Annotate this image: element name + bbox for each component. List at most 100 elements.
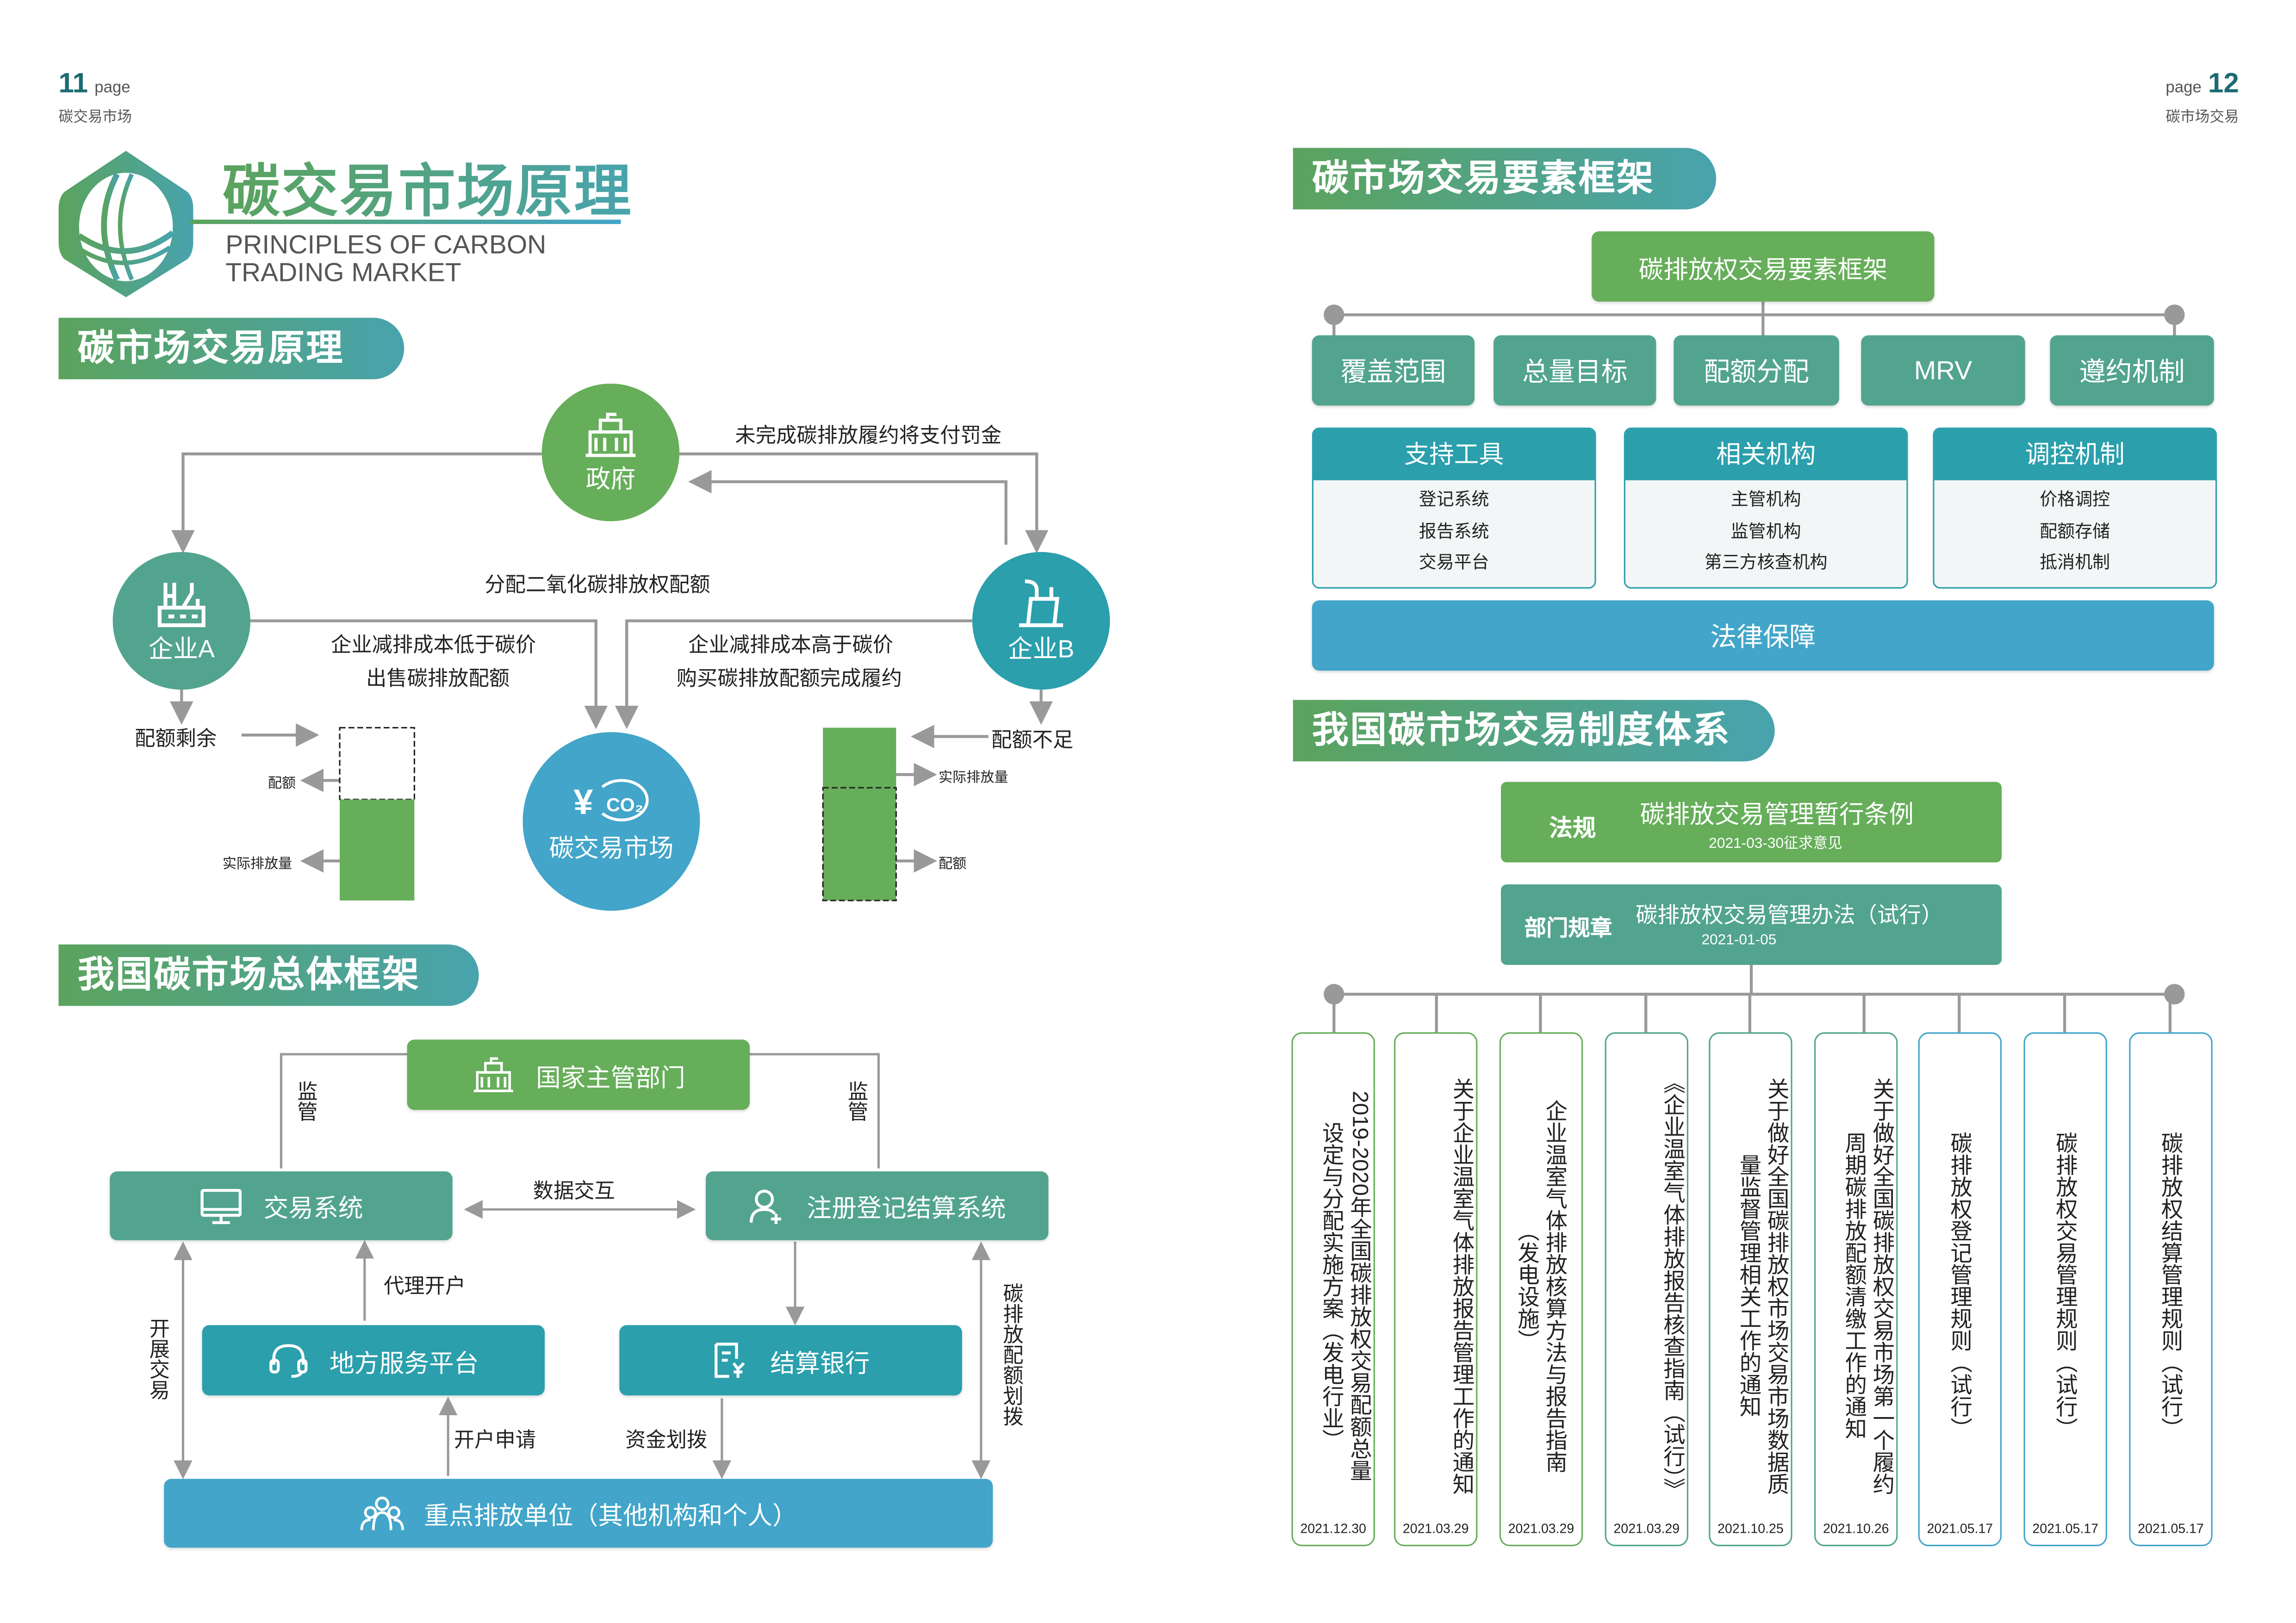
- enterprise-a-node: 企业A: [112, 552, 251, 690]
- b-penalty-arrow: [688, 470, 1008, 545]
- element-mrv: MRV: [1861, 335, 2025, 406]
- quota-transfer-label: 碳排放配额划拨: [1002, 1282, 1025, 1426]
- government-building-icon: [585, 412, 636, 456]
- page-number-left: 11 page: [59, 69, 131, 101]
- national-dept-box: 国家主管部门: [407, 1039, 750, 1110]
- card-item: 价格调控: [2040, 489, 2110, 510]
- section-heading-principle: 碳市场交易原理: [58, 317, 404, 379]
- supervise-left-label: 监管: [296, 1080, 319, 1122]
- government-building-icon: [473, 1057, 513, 1093]
- page-title: 碳交易市场原理: [223, 146, 633, 228]
- a-quota-label: 配额: [268, 776, 296, 792]
- globe-logo-icon: [58, 150, 193, 298]
- card-title: 相关机构: [1625, 429, 1907, 480]
- document-column: 《企业温室气体排放报告核查指南（试行）》2021.03.29: [1605, 1032, 1688, 1547]
- document-column: 碳排放权登记管理规则（试行）2021.05.17: [1918, 1032, 2002, 1547]
- open-apply-label: 开户申请: [454, 1427, 536, 1451]
- enterprise-b-node: 企业B: [972, 552, 1110, 690]
- a-actual-bar: [340, 799, 415, 901]
- card-title: 支持工具: [1313, 429, 1595, 480]
- document-column: 碳排放权结算管理规则（试行）2021.05.17: [2129, 1032, 2213, 1547]
- gov-to-b-arrow: [679, 452, 1049, 553]
- supervise-right-label: 监管: [846, 1080, 870, 1122]
- card-item: 报告系统: [1419, 520, 1489, 541]
- b-actual-bar: [823, 728, 896, 901]
- registry-system-box: 注册登记结算系统: [705, 1171, 1049, 1240]
- rule-label: 部门规章: [1524, 916, 1612, 942]
- card-item: 第三方核查机构: [1704, 552, 1828, 573]
- card-item: 抵消机制: [2040, 552, 2110, 573]
- factory-icon: [157, 582, 205, 627]
- card-item: 登记系统: [1419, 489, 1489, 510]
- b-to-market-arrow: [615, 619, 972, 729]
- government-node: 政府: [541, 383, 680, 522]
- penalty-note: 未完成碳排放履约将支付罚金: [735, 423, 1002, 447]
- card-item: 主管机构: [1730, 489, 1801, 510]
- document-date: 2021.12.30: [1300, 1521, 1366, 1536]
- rule-date: 2021-01-05: [1701, 933, 1777, 949]
- document-date: 2021.03.29: [1402, 1521, 1469, 1536]
- document-column: 碳排放权交易管理规则（试行）2021.05.17: [2023, 1032, 2107, 1547]
- quota-shortage-label: 配额不足: [991, 728, 1074, 752]
- buy-note-line1: 企业减排成本高于碳价: [688, 632, 893, 656]
- document-date: 2021.10.25: [1717, 1521, 1784, 1536]
- document-column: 2019-2020年全国碳排放权交易配额总量设定与分配实施方案（发电行业）202…: [1291, 1032, 1375, 1547]
- supervise-right-line: [749, 1053, 880, 1169]
- carbon-market-label: 碳交易市场: [549, 834, 674, 863]
- a-to-market-arrow: [250, 619, 608, 729]
- section-heading-system: 我国碳市场交易制度体系: [1293, 700, 1775, 762]
- b-actual-label: 实际排放量: [939, 770, 1008, 787]
- english-subtitle-2: TRADING MARKET: [225, 257, 461, 287]
- monitor-icon: [200, 1188, 242, 1224]
- law-box: 法规 碳排放交易管理暂行条例 2021-03-30征求意见: [1500, 782, 2002, 863]
- card-item: 监管机构: [1730, 520, 1801, 541]
- document-date: 2021.05.17: [2138, 1521, 2204, 1536]
- enterprise-b-label: 企业B: [1008, 634, 1075, 663]
- page-word: page: [94, 79, 131, 97]
- yuan-co2-cycle-icon: ¥ CO₂: [573, 779, 649, 821]
- data-exchange-label: 数据交互: [533, 1178, 615, 1202]
- trade-label: 开展交易: [148, 1318, 172, 1400]
- card-institutions: 相关机构 主管机构监管机构第三方核查机构: [1624, 427, 1908, 589]
- bill-icon: [714, 1343, 745, 1378]
- element-allocation: 配额分配: [1674, 335, 1839, 406]
- legal-guarantee-bar: 法律保障: [1312, 600, 2214, 671]
- sell-note-line2: 出售碳排放配额: [366, 666, 510, 690]
- user-add-icon: [749, 1189, 781, 1224]
- elements-root-box: 碳排放权交易要素框架: [1592, 231, 1935, 302]
- page-number-right: page 12: [2165, 69, 2239, 101]
- page-word: page: [2165, 79, 2202, 97]
- card-item: 配额存储: [2040, 520, 2110, 541]
- a-actual-label: 实际排放量: [222, 856, 292, 873]
- trading-system-box: 交易系统: [110, 1171, 453, 1240]
- agent-open-label: 代理开户: [383, 1274, 466, 1298]
- b-quota-bar: [822, 787, 897, 902]
- law-date: 2021-03-30征求意见: [1709, 836, 1842, 852]
- card-title: 调控机制: [1934, 429, 2215, 480]
- title-underline: [190, 219, 621, 224]
- gov-to-a-arrow: [171, 452, 542, 553]
- page-number: 11: [58, 68, 88, 100]
- card-support-tools: 支持工具 登记系统报告系统交易平台: [1312, 427, 1596, 589]
- document-date: 2021.03.29: [1613, 1521, 1680, 1536]
- fund-transfer-label: 资金划拨: [625, 1427, 708, 1451]
- page-section-label: 碳市场交易: [2165, 110, 2239, 126]
- sell-note-line1: 企业减排成本低于碳价: [331, 632, 536, 656]
- document-date: 2021.05.17: [1927, 1521, 1993, 1536]
- a-quota-bar: [339, 727, 415, 801]
- page-section-label: 碳交易市场: [58, 110, 132, 126]
- key-emission-units-box: 重点排放单位（其他机构和个人）: [164, 1479, 993, 1548]
- section-heading-framework: 我国碳市场总体框架: [58, 944, 479, 1006]
- law-title: 碳排放交易管理暂行条例: [1640, 801, 1914, 829]
- buy-note-line2: 购买碳排放配额完成履约: [676, 666, 902, 690]
- allocation-note: 分配二氧化碳排放权配额: [485, 572, 710, 596]
- power-plant-icon: [1019, 578, 1063, 627]
- element-cap: 总量目标: [1493, 335, 1656, 406]
- card-regulation: 调控机制 价格调控配额存储抵消机制: [1933, 427, 2217, 589]
